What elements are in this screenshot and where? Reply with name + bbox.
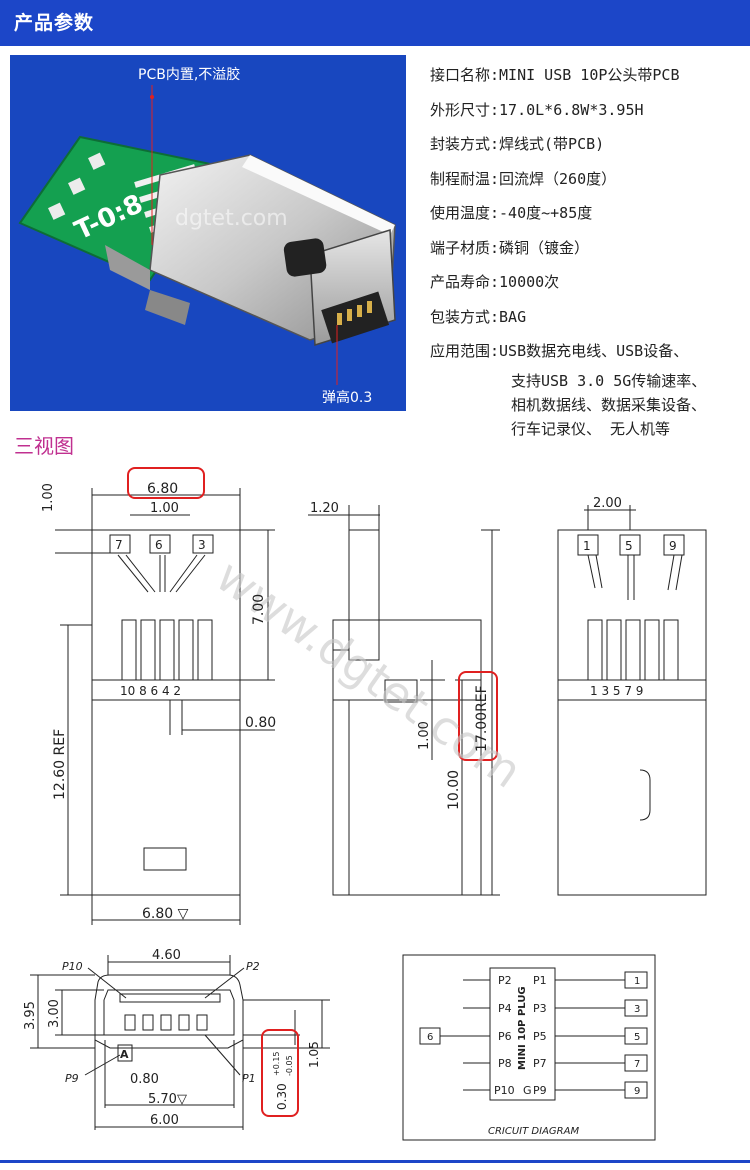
spec-label: 使用温度: xyxy=(430,204,500,222)
circuit-right-box: 3 xyxy=(634,1004,640,1015)
circuit-left-box: 6 xyxy=(427,1032,433,1043)
front-dim-width: 6.80 xyxy=(147,481,178,497)
back-pin-label: 1 xyxy=(583,539,591,553)
spec-row: 应用范围:USB数据充电线、USB设备、 xyxy=(430,334,750,369)
side-dim-body: 10.00 xyxy=(446,770,462,810)
end-dim-tol: 0.30 xyxy=(275,1083,289,1110)
photo-watermark: dgtet.com xyxy=(175,206,288,231)
spec-value: MINI USB 10P公头带PCB xyxy=(499,66,680,84)
circuit-right-pin: P7 xyxy=(533,1057,547,1070)
spec-list: 接口名称:MINI USB 10P公头带PCB 外形尺寸:17.0L*6.8W*… xyxy=(430,58,750,441)
front-dim-ref: 12.60 REF xyxy=(52,729,68,800)
header-title: 产品参数 xyxy=(14,12,95,34)
end-dim-600: 6.00 xyxy=(150,1113,179,1128)
spec-row: 制程耐温:回流焊（260度） xyxy=(430,162,750,197)
side-dim-length: 17.00REF xyxy=(474,685,490,752)
spec-label: 接口名称: xyxy=(430,66,500,84)
spec-value: BAG xyxy=(499,307,527,326)
front-dim-bottom: 6.80 ▽ xyxy=(142,906,189,922)
circuit-ground: G xyxy=(523,1084,532,1097)
end-label-p9: P9 xyxy=(65,1072,79,1085)
spec-label: 产品寿命: xyxy=(430,273,500,291)
spec-label: 封装方式: xyxy=(430,135,500,153)
circuit-left-pin: P8 xyxy=(498,1057,512,1070)
front-pin-label: 6 xyxy=(155,538,163,552)
end-dim-105: 1.05 xyxy=(307,1041,321,1068)
circuit-right-pin: P9 xyxy=(533,1084,547,1097)
spec-value: 回流焊（260度） xyxy=(499,169,617,188)
back-pin-label: 9 xyxy=(669,539,677,553)
front-dim-inner: 1.00 xyxy=(150,501,179,516)
end-label-p2: P2 xyxy=(246,960,260,973)
circuit-right-box: 1 xyxy=(634,976,640,987)
spec-value: 磷铜（镀金） xyxy=(499,238,590,257)
spec-value: USB数据充电线、USB设备、 xyxy=(499,342,689,360)
spec-label: 包装方式: xyxy=(430,307,500,326)
spec-label: 外形尺寸: xyxy=(430,100,500,119)
circuit-right-box: 5 xyxy=(634,1032,640,1043)
side-dim-small: 1.00 xyxy=(417,721,432,750)
spec-row: 封装方式:焊线式(带PCB) xyxy=(430,127,750,162)
header-underline xyxy=(0,44,750,46)
circuit-caption: CRICUIT DIAGRAM xyxy=(488,1126,579,1137)
spec-value: 焊线式(带PCB) xyxy=(499,135,605,153)
circuit-right-pin: P3 xyxy=(533,1002,547,1015)
back-dim-top: 2.00 xyxy=(593,496,622,511)
front-pin-label: 7 xyxy=(115,538,123,552)
front-pin-row: 10 8 6 4 2 xyxy=(120,684,181,698)
spec-continued: 相机数据线、数据采集设备、 xyxy=(511,395,707,414)
end-dim-57: 5.70▽ xyxy=(148,1092,187,1107)
front-dim-pitch: 0.80 xyxy=(245,715,276,731)
photo-top-label: PCB内置,不溢胶 xyxy=(138,66,240,83)
spec-label: 应用范围: xyxy=(430,342,500,360)
front-pin-label: 3 xyxy=(198,538,206,552)
spec-row: 包装方式:BAG xyxy=(430,300,750,335)
footer-line xyxy=(0,1160,750,1163)
end-label-p1: P1 xyxy=(242,1072,256,1085)
product-photo: T-0:8 dgtet.com PCB内置,不溢胶 弹高0.3 xyxy=(10,55,406,411)
spec-row: 端子材质:磷铜（镀金） xyxy=(430,231,750,266)
circuit-left-pin: P2 xyxy=(498,974,512,987)
spec-continued: 行车记录仪、 无人机等 xyxy=(511,419,671,438)
back-pin-label: 5 xyxy=(625,539,633,553)
back-pin-row: 1 3 5 7 9 xyxy=(590,684,643,698)
circuit-left-pin: P4 xyxy=(498,1002,512,1015)
end-dim-h1: 3.95 xyxy=(23,1001,38,1030)
end-dim-pitch: 0.80 xyxy=(130,1072,159,1087)
spec-row: 接口名称:MINI USB 10P公头带PCB xyxy=(430,58,750,93)
drawing-watermark: www.dgtet.com xyxy=(207,548,532,798)
circuit-right-box: 9 xyxy=(634,1086,640,1097)
circuit-right-box: 7 xyxy=(634,1059,640,1070)
side-dim-top: 1.20 xyxy=(310,501,339,516)
spec-continued: 支持USB 3.0 5G传输速率、 xyxy=(511,371,707,390)
spec-row: 产品寿命:10000次 xyxy=(430,265,750,300)
circuit-plug-label: MINI 10P PLUG xyxy=(517,986,528,1070)
circuit-right-pin: P1 xyxy=(533,974,547,987)
spec-value: -40度~+85度 xyxy=(499,204,593,222)
circuit-right-pin: P5 xyxy=(533,1030,547,1043)
spec-value: 10000次 xyxy=(499,273,560,291)
end-tol-plus: +0.15 xyxy=(272,1051,281,1076)
spec-row: 外形尺寸:17.0L*6.8W*3.95H xyxy=(430,93,750,128)
photo-bottom-label: 弹高0.3 xyxy=(322,389,372,406)
spec-row: 使用温度:-40度~+85度 xyxy=(430,196,750,231)
circuit-left-pin: P6 xyxy=(498,1030,512,1043)
header-bar: 产品参数 xyxy=(0,0,750,44)
end-dim-width: 4.60 xyxy=(152,948,181,963)
end-label-a: A xyxy=(120,1048,129,1061)
end-dim-h2: 3.00 xyxy=(47,999,62,1028)
circuit-left-pin: P10 xyxy=(494,1084,515,1097)
end-label-p10: P10 xyxy=(62,960,83,973)
front-dim-height: 7.00 xyxy=(251,594,267,625)
spec-value: 17.0L*6.8W*3.95H xyxy=(499,100,644,119)
spec-label: 端子材质: xyxy=(430,238,500,257)
end-tol-minus: -0.05 xyxy=(285,1055,294,1076)
spec-label: 制程耐温: xyxy=(430,169,500,188)
front-dim-left: 1.00 xyxy=(41,483,56,512)
section-title: 三视图 xyxy=(14,434,74,458)
